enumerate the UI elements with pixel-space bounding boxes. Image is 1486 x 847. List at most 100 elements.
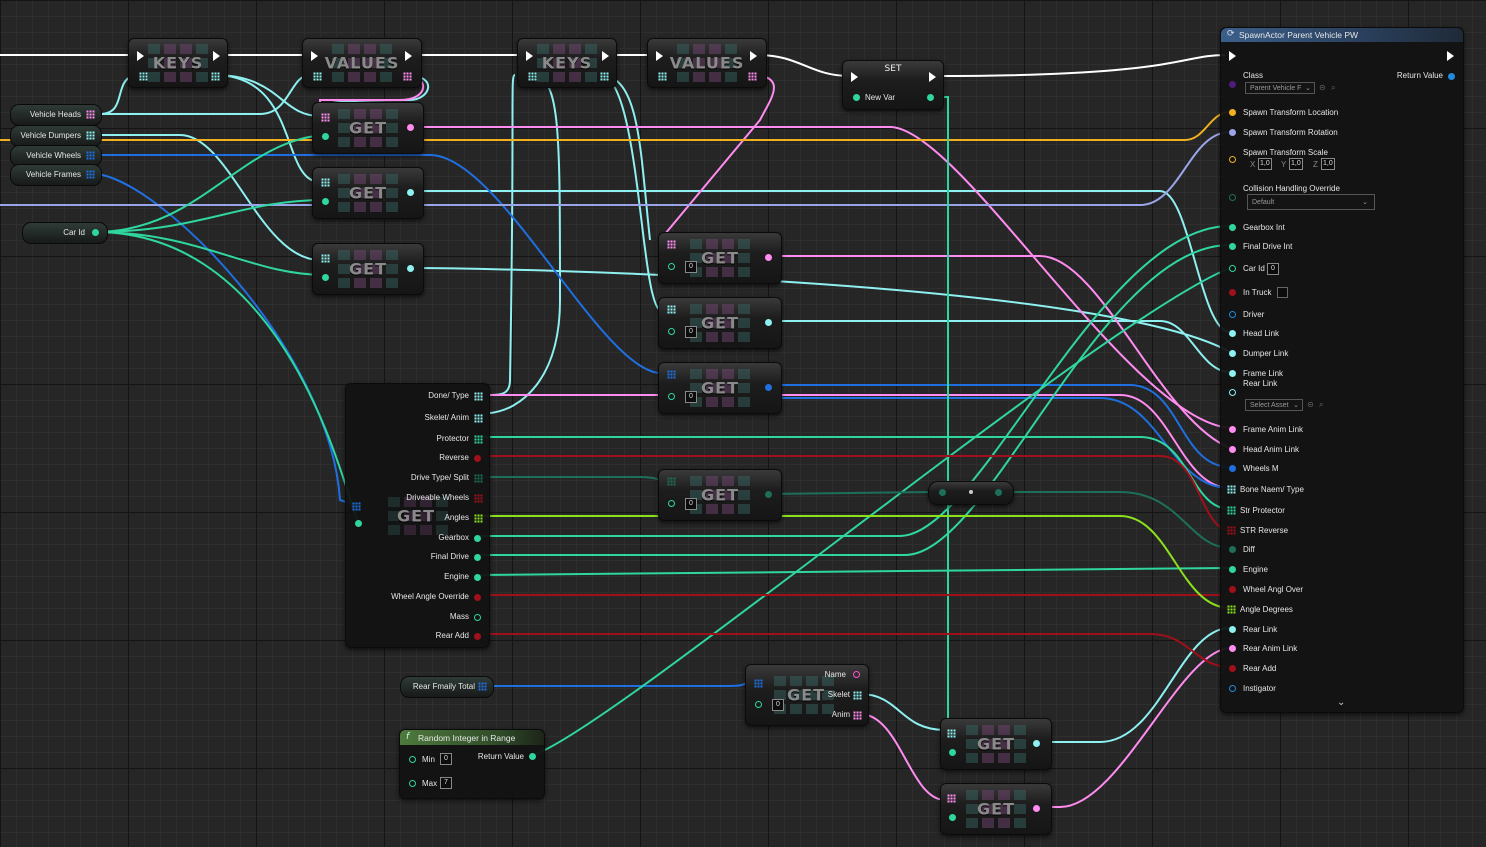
in-truck-checkbox[interactable] [1277, 287, 1288, 298]
array-out-pin[interactable] [748, 72, 757, 81]
class-dropdown[interactable]: Parent Vehicle F⌄ [1245, 82, 1315, 94]
spawn-input-pin[interactable] [1227, 526, 1236, 535]
array-in-pin[interactable] [754, 679, 763, 688]
get-node-a[interactable]: GET [312, 102, 424, 154]
item-out-pin[interactable] [765, 254, 772, 261]
search-icon[interactable]: ⌕ [1319, 400, 1324, 409]
array-out-pin[interactable] [211, 72, 220, 81]
reroute-mid-pin[interactable] [969, 490, 973, 494]
rear-get-node[interactable]: GET 0 Name Skelet Anim [745, 664, 869, 726]
key-in-pin[interactable] [322, 198, 329, 205]
new-var-out-pin[interactable] [927, 94, 934, 101]
scale-x-field[interactable]: 1,0 [1258, 158, 1272, 170]
spawn-scale-pin[interactable] [1229, 156, 1236, 163]
spawn-rotation-pin[interactable] [1229, 129, 1236, 136]
var-out-pin[interactable] [92, 229, 99, 236]
big-get-output-pin[interactable] [474, 392, 483, 401]
reroute-in-pin[interactable] [939, 489, 946, 496]
min-field[interactable]: 0 [440, 753, 452, 765]
big-get-output-pin[interactable] [474, 514, 483, 523]
spawn-input-pin[interactable] [1229, 224, 1236, 231]
index-in-pin[interactable] [668, 500, 675, 507]
key-in-pin[interactable] [322, 274, 329, 281]
item-out-pin[interactable] [765, 384, 772, 391]
search-icon[interactable]: ⌕ [1331, 83, 1336, 92]
exec-out-pin[interactable] [213, 51, 220, 61]
array-in-pin[interactable] [667, 240, 676, 249]
value-out-pin[interactable] [407, 189, 414, 196]
exec-in-pin[interactable] [851, 72, 858, 82]
keys-node-2[interactable]: KEYS [517, 38, 617, 88]
spawn-actor-node[interactable]: ⟳ SpawnActor Parent Vehicle PW Class Par… [1220, 27, 1464, 713]
spawn-input-pin[interactable] [1227, 605, 1236, 614]
map-in-pin[interactable] [528, 72, 537, 81]
spawn-input-pin[interactable] [1229, 566, 1236, 573]
map-in-pin[interactable] [947, 794, 956, 803]
index-in-pin[interactable] [668, 263, 675, 270]
get-node-i[interactable]: GET [940, 718, 1052, 770]
index-field[interactable]: 0 [685, 498, 697, 510]
index-field[interactable]: 0 [685, 326, 697, 338]
var-out-pin[interactable] [86, 151, 95, 160]
index-in-pin[interactable] [668, 393, 675, 400]
key-in-pin[interactable] [949, 814, 956, 821]
spawn-input-pin[interactable] [1229, 350, 1236, 357]
var-vehicle-heads[interactable]: Vehicle Heads [10, 104, 102, 126]
spawn-input-pin[interactable] [1229, 446, 1236, 453]
var-out-pin[interactable] [86, 110, 95, 119]
exec-in-pin[interactable] [1229, 51, 1236, 61]
spawn-input-pin[interactable] [1229, 265, 1236, 272]
spawn-input-pin[interactable] [1229, 389, 1236, 396]
var-vehicle-dumpers[interactable]: Vehicle Dumpers [10, 125, 102, 147]
collision-pin[interactable] [1229, 194, 1236, 201]
spawn-input-pin[interactable] [1227, 485, 1236, 494]
item-out-pin[interactable] [765, 319, 772, 326]
map-in-pin[interactable] [139, 72, 148, 81]
class-in-pin[interactable] [1229, 81, 1236, 88]
big-get-output-pin[interactable] [474, 474, 483, 483]
spawn-input-pin[interactable] [1229, 546, 1236, 553]
scale-y-field[interactable]: 1,0 [1289, 158, 1303, 170]
set-node[interactable]: SET New Var [842, 60, 944, 110]
exec-in-pin[interactable] [311, 51, 318, 61]
map-in-pin[interactable] [313, 72, 322, 81]
var-out-pin[interactable] [478, 682, 487, 691]
big-get-output-pin[interactable] [474, 414, 483, 423]
index-field[interactable]: 0 [772, 699, 784, 711]
collision-dropdown[interactable]: Default⌄ [1247, 194, 1375, 210]
keys-node-1[interactable]: KEYS [128, 38, 228, 88]
get-node-d[interactable]: GET 0 [658, 232, 782, 284]
get-node-b[interactable]: GET [312, 167, 424, 219]
big-get-output-pin[interactable] [474, 554, 481, 561]
map-in-pin[interactable] [321, 113, 330, 122]
spawn-input-pin[interactable] [1229, 370, 1236, 377]
scale-z-field[interactable]: 1,0 [1321, 158, 1335, 170]
big-get-output-pin[interactable] [474, 614, 481, 621]
exec-out-pin[interactable] [929, 72, 936, 82]
var-vehicle-frames[interactable]: Vehicle Frames [10, 164, 102, 186]
get-node-c[interactable]: GET [312, 243, 424, 295]
exec-out-pin[interactable] [602, 51, 609, 61]
spawn-input-pin[interactable] [1229, 243, 1236, 250]
get-node-f[interactable]: GET 0 [658, 362, 782, 414]
var-out-pin[interactable] [86, 131, 95, 140]
map-in-pin[interactable] [658, 72, 667, 81]
value-out-pin[interactable] [407, 124, 414, 131]
spawn-input-pin[interactable] [1229, 665, 1236, 672]
spawn-input-pin[interactable] [1229, 330, 1236, 337]
key-in-pin[interactable] [949, 749, 956, 756]
get-node-e[interactable]: GET 0 [658, 297, 782, 349]
max-field[interactable]: 7 [440, 777, 452, 789]
var-car-id[interactable]: Car Id [22, 222, 108, 244]
array-out-pin[interactable] [403, 72, 412, 81]
values-node-1[interactable]: VALUES [302, 38, 422, 88]
new-var-in-pin[interactable] [853, 94, 860, 101]
big-get-output-pin[interactable] [474, 574, 481, 581]
exec-out-pin[interactable] [750, 51, 757, 61]
exec-in-pin[interactable] [137, 51, 144, 61]
spawn-input-pin[interactable] [1229, 685, 1236, 692]
spawn-input-pin[interactable] [1229, 311, 1236, 318]
index-field[interactable]: 0 [685, 391, 697, 403]
return-out-pin[interactable] [529, 753, 536, 760]
